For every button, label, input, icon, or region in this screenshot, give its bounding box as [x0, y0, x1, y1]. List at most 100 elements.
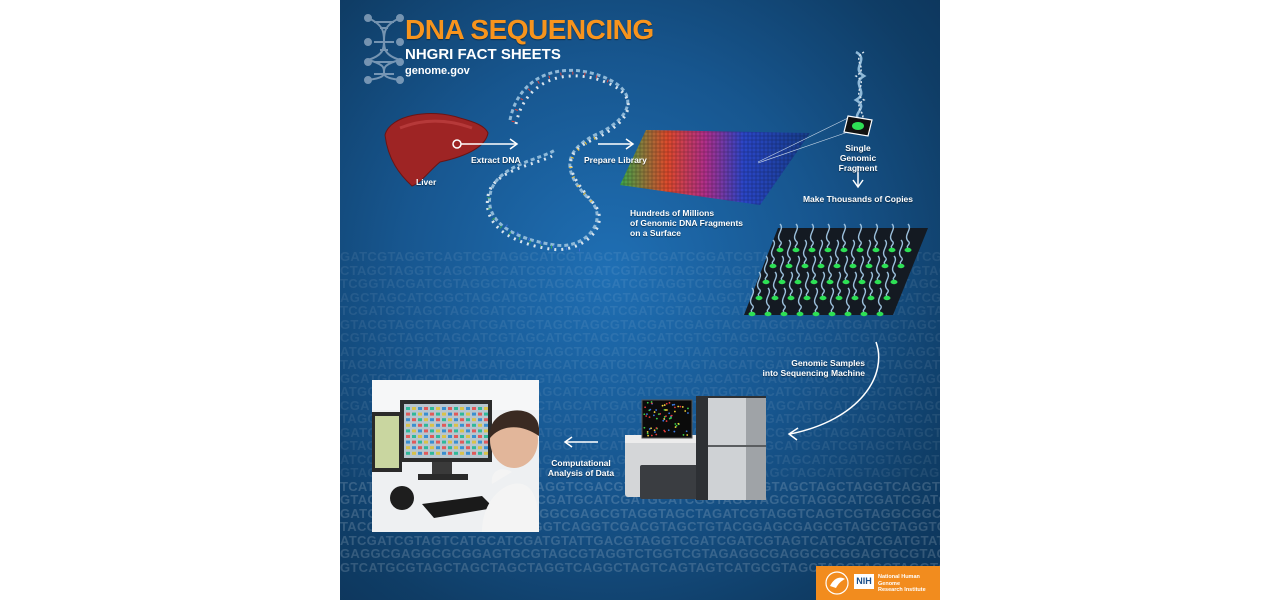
monitor-data-cell	[448, 435, 452, 438]
screen-dot	[655, 409, 658, 411]
screen-dot	[685, 430, 688, 433]
screen-dot	[655, 427, 658, 429]
screen-dot	[657, 413, 660, 416]
monitor-data-cell	[454, 412, 458, 416]
computational-line-2: Analysis of Data	[547, 468, 615, 478]
monitor-data-cell	[442, 412, 446, 416]
extract-dna-arrow-icon	[452, 138, 519, 150]
monitor-data-cell	[436, 407, 440, 410]
screen-dot	[679, 405, 682, 408]
dna-copy-strand	[797, 287, 803, 313]
monitor-data-cell	[424, 446, 428, 450]
dna-copy-spot	[876, 311, 884, 317]
monitor-data-cell	[448, 429, 452, 433]
monitor-data-cell	[484, 412, 488, 416]
monitor-data-cell	[418, 446, 422, 450]
screen-dot	[655, 417, 658, 420]
dna-copy-strand	[891, 255, 897, 281]
screen-dot	[664, 409, 667, 411]
monitor-data-cell	[436, 446, 440, 450]
dna-copy-spot	[755, 295, 763, 301]
monitor-data-cell	[418, 440, 422, 444]
dna-copy-spot	[764, 311, 772, 317]
monitor-data-cell	[436, 429, 440, 433]
monitor-data-cell	[448, 412, 452, 416]
screen-dot	[646, 401, 649, 404]
screen-dot	[647, 434, 650, 437]
dna-copy-spot	[883, 295, 891, 301]
dna-copy-strand	[781, 287, 787, 313]
dna-copy-spot	[776, 247, 784, 253]
dna-copy-spot	[819, 295, 827, 301]
dna-copy-spot	[794, 279, 802, 285]
monitor-data-cell	[430, 429, 434, 433]
monitor-data-cell	[484, 407, 488, 410]
dna-copy-spot	[769, 263, 777, 269]
copies-plate-icon	[744, 223, 928, 317]
screen-dot	[670, 414, 673, 417]
dna-copy-strand	[818, 239, 824, 265]
screen-dot	[648, 416, 651, 419]
screen-dot	[664, 430, 666, 433]
monitor-data-cell	[424, 407, 428, 410]
dna-copy-strand	[852, 271, 858, 297]
monitor-data-cell	[466, 446, 470, 450]
monitor-data-cell	[418, 451, 422, 455]
monitor-data-cell	[406, 429, 410, 433]
dna-copy-spot	[771, 295, 779, 301]
monitor-data-cell	[412, 451, 416, 455]
computational-arrow-icon	[563, 436, 598, 448]
monitor-data-cell	[466, 435, 470, 438]
dna-copy-spot	[851, 295, 859, 301]
dna-copy-spot	[849, 263, 857, 269]
dna-copy-strand	[813, 287, 819, 313]
monitor-data-cell	[460, 418, 464, 422]
screen-dot	[645, 415, 648, 417]
monitor-data-cell	[484, 429, 488, 433]
dna-copy-strand	[868, 271, 874, 297]
monitor-data-cell	[412, 446, 416, 450]
poster-site: genome.gov	[405, 65, 470, 77]
screen-dot	[665, 402, 668, 405]
screen-dot	[665, 420, 668, 422]
dna-copy-spot	[890, 279, 898, 285]
screen-dot	[663, 417, 666, 420]
dna-copy-spot	[881, 263, 889, 269]
monitor-data-cell	[406, 407, 410, 410]
screen-dot	[650, 401, 653, 403]
screen-dot	[646, 432, 649, 435]
screen-dot	[643, 413, 646, 416]
dna-copy-spot	[824, 247, 832, 253]
screen-dot	[666, 409, 668, 411]
monitor-data-cell	[430, 440, 434, 444]
screen-dot	[646, 413, 648, 415]
monitor-data-cell	[406, 435, 410, 438]
monitor-data-cell	[412, 423, 416, 427]
analyst-photo	[372, 380, 539, 532]
screen-dot	[653, 411, 656, 413]
sequence-row: TAGCATCGATCGTAGCATGCTAGCATCGATGCTAGCTAGT…	[340, 357, 940, 372]
screen-dot	[673, 403, 676, 406]
dna-copy-spot	[844, 311, 852, 317]
monitor-data-cell	[436, 435, 440, 438]
monitor-data-cell	[436, 418, 440, 422]
dna-copy-spot	[810, 279, 818, 285]
dna-copy-spot	[796, 311, 804, 317]
make-copies-arrow-icon	[852, 166, 864, 189]
monitor-data-cell	[406, 423, 410, 427]
monitor-data-cell	[442, 435, 446, 438]
monitor-data-cell	[460, 429, 464, 433]
screen-dot	[681, 406, 684, 408]
monitor-data-cell	[436, 412, 440, 416]
monitor-data-cell	[412, 407, 416, 410]
make-copies-label: Make Thousands of Copies	[802, 194, 914, 204]
liver-icon	[384, 112, 489, 187]
monitor-data-cell	[442, 407, 446, 410]
monitor-data-cell	[406, 451, 410, 455]
dna-copy-strand	[859, 255, 865, 281]
screen-dot	[665, 415, 667, 417]
screen-dot	[674, 426, 677, 428]
screen-dot	[667, 429, 670, 432]
dna-copy-strand	[829, 287, 835, 313]
dna-copy-spot	[812, 311, 820, 317]
